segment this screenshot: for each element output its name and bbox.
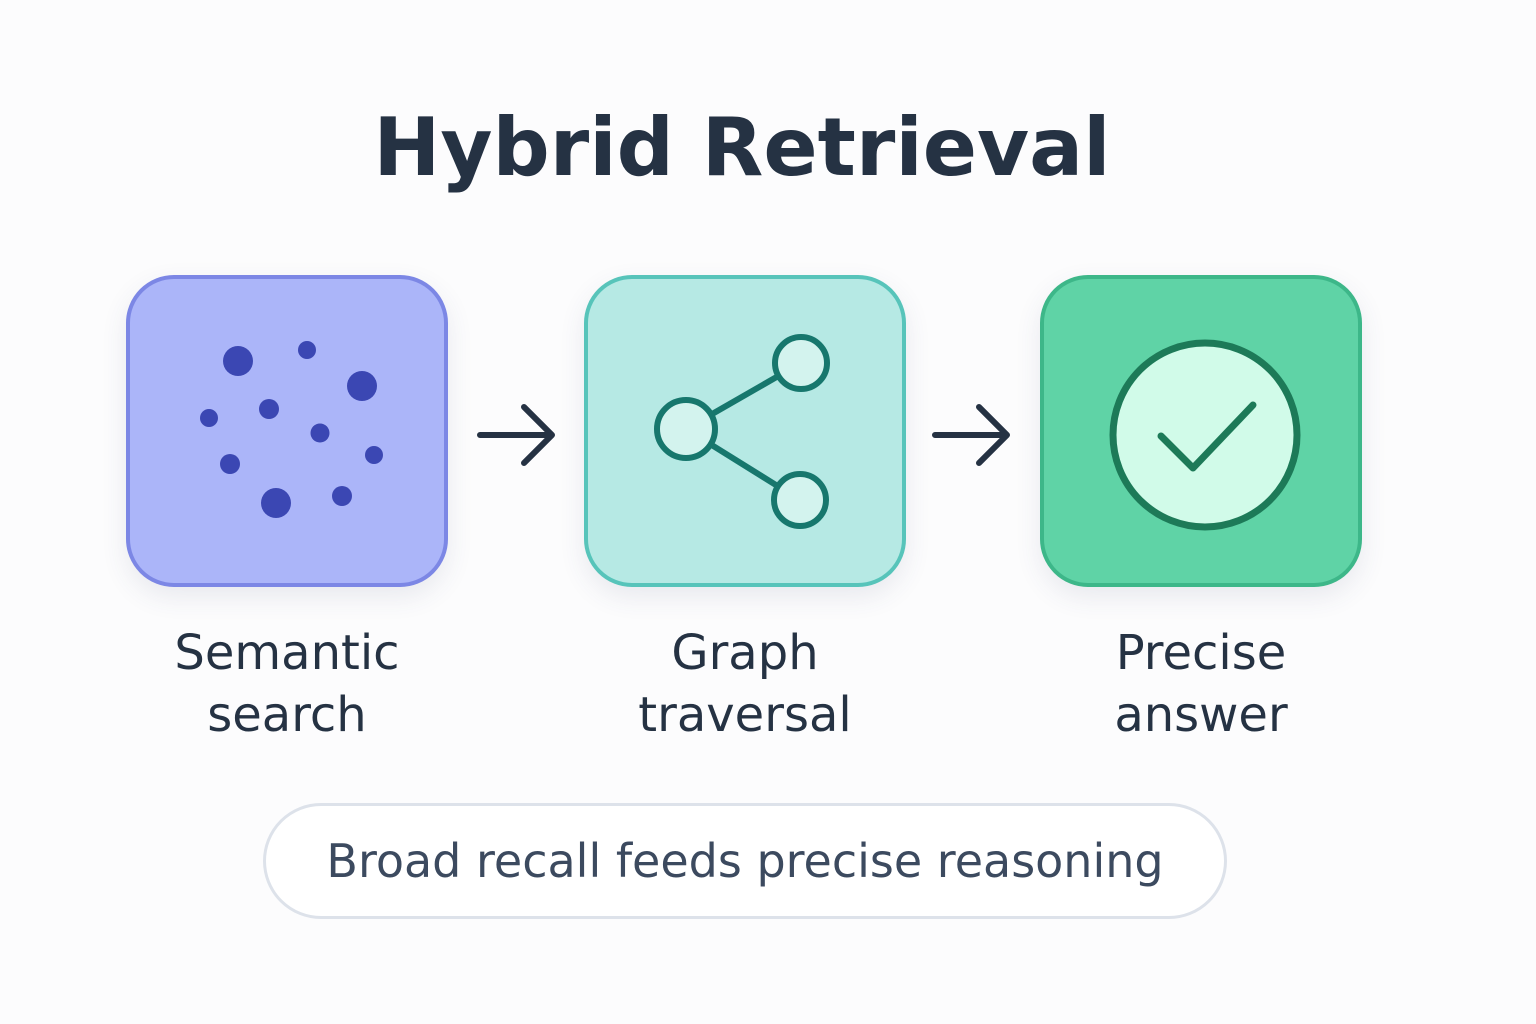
dot <box>223 346 253 376</box>
dot <box>332 486 352 506</box>
semantic-search-label: Semantic search <box>107 622 467 746</box>
scattered-dots-icon <box>200 341 383 518</box>
dot <box>347 371 377 401</box>
arrow-right-icon <box>932 404 1010 466</box>
dot <box>220 454 240 474</box>
dot <box>259 399 279 419</box>
check-circle-icon <box>1109 339 1301 531</box>
graph-traversal-card <box>584 275 906 587</box>
label-line: Graph <box>671 625 819 681</box>
precise-answer-label: Precise answer <box>1021 622 1381 746</box>
dot <box>298 341 316 359</box>
graph-node <box>772 334 830 392</box>
graph-nodes-icon <box>654 334 830 529</box>
label-line: Semantic <box>174 625 400 681</box>
label-line: search <box>207 687 367 743</box>
diagram-title: Hybrid Retrieval <box>373 101 1111 194</box>
dot <box>200 409 218 427</box>
caption-pill: Broad recall feeds precise reasoning <box>263 803 1227 919</box>
dot <box>310 423 330 443</box>
dot <box>365 446 383 464</box>
graph-node <box>771 471 829 529</box>
graph-node <box>654 397 718 461</box>
semantic-search-card <box>126 275 448 587</box>
label-line: traversal <box>638 687 852 743</box>
precise-answer-card <box>1040 275 1362 587</box>
dot <box>261 488 291 518</box>
label-line: Precise <box>1115 625 1287 681</box>
graph-traversal-label: Graph traversal <box>565 622 925 746</box>
arrow-right-icon <box>477 404 555 466</box>
label-line: answer <box>1114 687 1288 743</box>
